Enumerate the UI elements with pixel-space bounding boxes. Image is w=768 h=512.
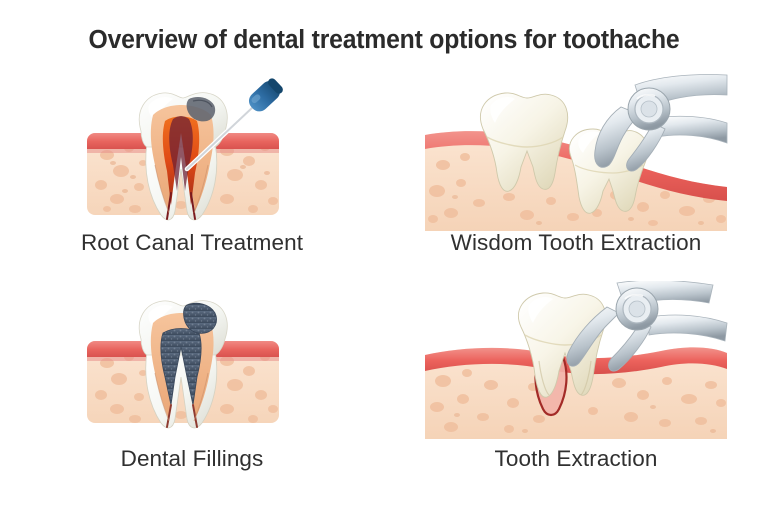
illustration-root-canal-treatment (0, 70, 384, 235)
illustration-dental-fillings (0, 278, 384, 443)
treatment-card-dental-fillings: Dental Fillings (0, 278, 384, 493)
caption-root-canal-treatment: Root Canal Treatment (80, 230, 304, 255)
bone-block (425, 346, 727, 439)
endodontic-file-probe (184, 77, 283, 171)
tooth-cross-section (138, 299, 228, 428)
page-title: Overview of dental treatment options for… (88, 26, 680, 54)
treatment-grid: Root Canal Treatment (0, 70, 768, 500)
extraction-forceps (566, 280, 728, 372)
tooth-cross-section (138, 91, 228, 220)
bone-block (87, 340, 279, 423)
treatment-card-root-canal-treatment: Root Canal Treatment (0, 70, 384, 285)
illustration-wisdom-tooth-extraction (384, 70, 768, 235)
wisdom-tooth-extraction-svg (425, 73, 728, 231)
caption-dental-fillings: Dental Fillings (120, 446, 264, 471)
dental-fillings-svg (87, 299, 279, 428)
treatment-card-tooth-extraction: Tooth Extraction (384, 278, 768, 493)
caption-tooth-extraction: Tooth Extraction (494, 446, 658, 471)
illustration-tooth-extraction (384, 278, 768, 443)
caption-wisdom-tooth-extraction: Wisdom Tooth Extraction (450, 230, 702, 255)
root-canal-svg (87, 77, 283, 220)
tooth-extraction-svg (425, 280, 728, 439)
molar-tooth (480, 91, 569, 192)
extracted-tooth (518, 291, 607, 398)
extraction-forceps (594, 73, 728, 172)
treatment-card-wisdom-tooth-extraction: Wisdom Tooth Extraction (384, 70, 768, 285)
bone-speckles (430, 368, 726, 433)
